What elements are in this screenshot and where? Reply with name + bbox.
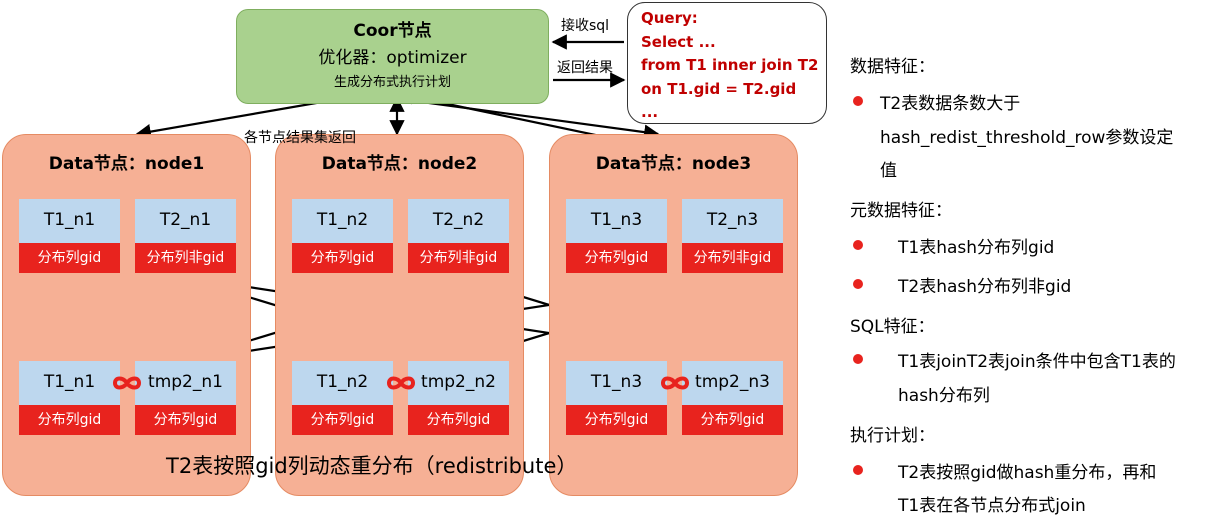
- table-t2-n2: T2_n2: [408, 199, 509, 243]
- node-title: Data节点：node1: [48, 154, 205, 174]
- redistribute-caption: T2表按照gid列动态重分布（redistribute）: [166, 454, 578, 478]
- table-t2-n3: T2_n3: [682, 199, 783, 243]
- table-t1-n2: T1_n2: [292, 199, 393, 243]
- info-line: 值: [880, 161, 897, 181]
- table-t1-n1: T1_n1: [19, 199, 120, 243]
- info-line: T2表数据条数大于: [880, 94, 1021, 114]
- bullet-icon: [853, 465, 863, 475]
- data-node-3: Data节点：node3: [549, 134, 798, 496]
- data-node-1: Data节点：node1: [2, 134, 251, 496]
- sql-features-title: SQL特征：: [850, 317, 935, 337]
- dist-label: 分布列gid: [566, 243, 667, 273]
- node-results-label: 各节点结果集返回: [244, 130, 356, 146]
- info-line: hash分布列: [898, 386, 990, 406]
- table-tmp2-n2: tmp2_n2: [408, 361, 509, 405]
- return-result-label: 返回结果: [557, 60, 613, 76]
- dist-label: 分布列非gid: [682, 243, 783, 273]
- info-line: hash_redist_threshold_row参数设定: [880, 128, 1174, 148]
- query-line: Query:: [641, 9, 698, 27]
- table-tmp2-n1: tmp2_n1: [135, 361, 236, 405]
- table-tmp2-n3: tmp2_n3: [682, 361, 783, 405]
- bullet-icon: [853, 96, 863, 106]
- query-bubble: Query: Select ... from T1 inner join T2 …: [627, 2, 827, 124]
- plan-label: 生成分布式执行计划: [333, 75, 451, 90]
- dist-label: 分布列gid: [566, 405, 667, 435]
- query-line: Select ...: [641, 32, 716, 51]
- query-line: from T1 inner join T2: [641, 56, 819, 74]
- dist-label: 分布列非gid: [135, 243, 236, 273]
- table-t1-n1-bottom: T1_n1: [19, 361, 120, 405]
- node-title: Data节点：node3: [595, 154, 752, 174]
- table-t1-n3-bottom: T1_n3: [566, 361, 667, 405]
- query-line: ...: [641, 103, 659, 121]
- dist-label: 分布列gid: [682, 405, 783, 435]
- coor-node: Coor节点 优化器：optimizer 生成分布式执行计划: [236, 9, 549, 104]
- info-line: T1表joinT2表join条件中包含T1表的: [898, 352, 1176, 372]
- dist-label: 分布列gid: [19, 405, 120, 435]
- dist-label: 分布列非gid: [408, 243, 509, 273]
- bullet-icon: [853, 354, 863, 364]
- meta-features-title: 元数据特征：: [850, 201, 952, 221]
- node3-to-coor-arrow: [406, 98, 660, 140]
- table-t1-n2-bottom: T1_n2: [292, 361, 393, 405]
- query-line: on T1.gid = T2.gid: [641, 79, 797, 98]
- receive-sql-label: 接收sql: [561, 18, 610, 34]
- dist-label: 分布列gid: [135, 405, 236, 435]
- data-node-2: Data节点：node2: [275, 134, 524, 496]
- optimizer-label: 优化器：optimizer: [318, 48, 467, 68]
- dist-label: 分布列gid: [292, 405, 393, 435]
- plan-title: 执行计划：: [850, 426, 935, 446]
- dist-label: 分布列gid: [292, 243, 393, 273]
- table-t2-n1: T2_n1: [135, 199, 236, 243]
- table-t1-n3: T1_n3: [566, 199, 667, 243]
- info-line: T2表hash分布列非gid: [898, 277, 1072, 297]
- dist-label: 分布列gid: [408, 405, 509, 435]
- coor-title: Coor节点: [353, 21, 432, 41]
- info-line: T1表在各节点分布式join: [898, 496, 1086, 516]
- info-line: T1表hash分布列gid: [898, 238, 1055, 258]
- bullet-icon: [853, 279, 863, 289]
- data-features-title: 数据特征：: [850, 57, 935, 77]
- info-line: T2表按照gid做hash重分布，再和: [898, 463, 1157, 483]
- bullet-icon: [853, 240, 863, 250]
- node-title: Data节点：node2: [321, 154, 478, 174]
- dist-label: 分布列gid: [19, 243, 120, 273]
